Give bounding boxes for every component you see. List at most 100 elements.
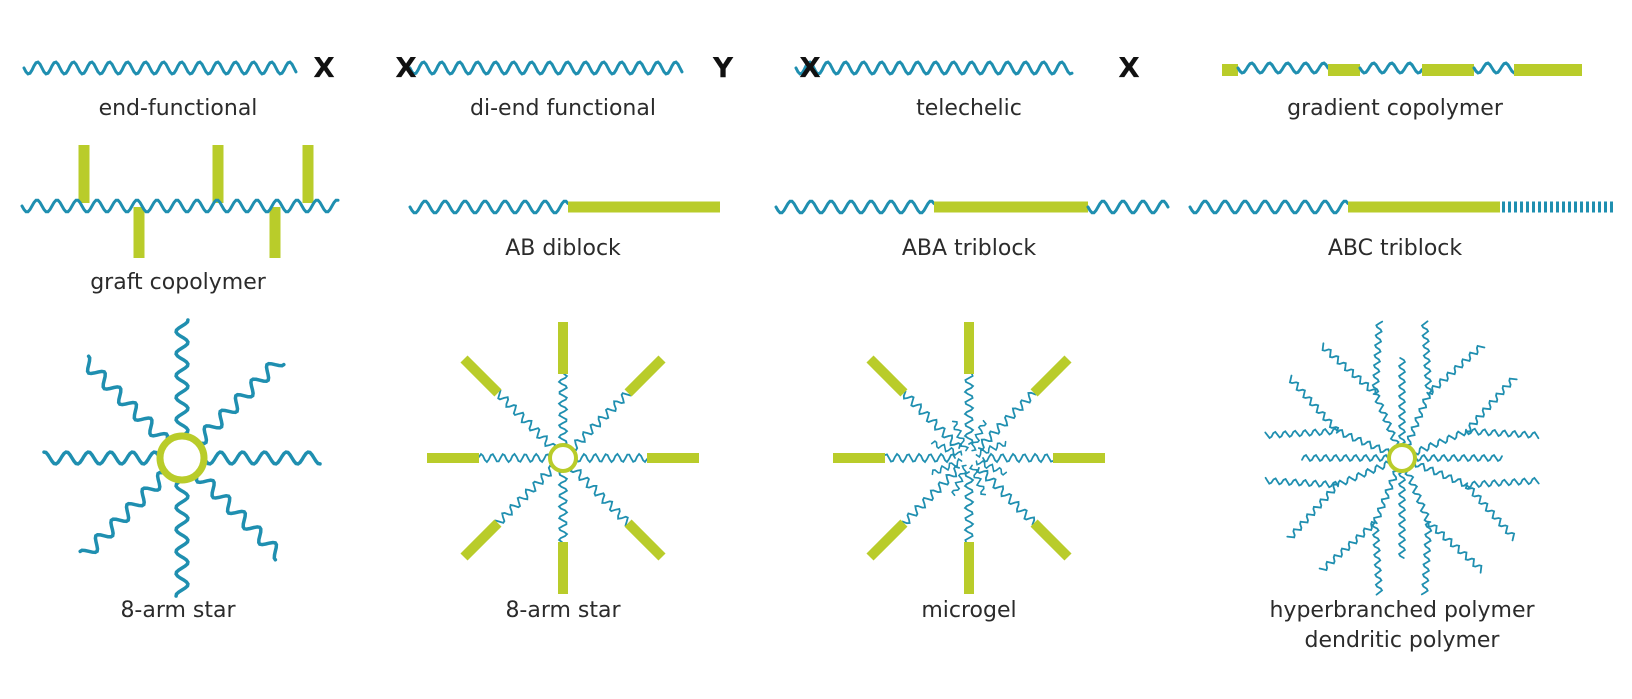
label-aba-triblock: ABA triblock bbox=[901, 236, 1037, 261]
star-arm bbox=[194, 471, 279, 562]
end-group-x: X bbox=[313, 51, 335, 84]
star-inner-arm bbox=[478, 452, 551, 464]
dendron-branch bbox=[1420, 320, 1433, 395]
label-star-a: 8-arm star bbox=[120, 598, 236, 623]
microgel-crosslink bbox=[975, 459, 1008, 476]
dendron-stem bbox=[1397, 471, 1407, 559]
end-group-y: Y bbox=[712, 51, 734, 84]
dendron-branch bbox=[1465, 377, 1518, 433]
star-inner-arm bbox=[557, 373, 569, 446]
block-a-chain bbox=[408, 199, 570, 215]
dendron-branch bbox=[1264, 427, 1339, 440]
microgel-crosslink bbox=[968, 464, 987, 496]
dendron-stem bbox=[1301, 453, 1389, 463]
dendron-stem bbox=[1406, 391, 1431, 446]
microgel-arm bbox=[976, 467, 1036, 526]
star-arm bbox=[78, 470, 169, 555]
microgel-arm bbox=[963, 471, 975, 543]
microgel-block bbox=[1030, 519, 1072, 561]
star-arm bbox=[195, 361, 286, 446]
dendron-branch bbox=[1321, 342, 1377, 395]
gradient-chain bbox=[1236, 61, 1330, 75]
dendron-branch bbox=[1465, 476, 1540, 489]
label-di-end-functional: di-end functional bbox=[470, 96, 656, 121]
microgel-block bbox=[866, 519, 908, 561]
star-arm bbox=[202, 450, 322, 466]
chain-end-functional bbox=[22, 60, 298, 76]
dendron-branch bbox=[1465, 427, 1540, 440]
dendritic-core bbox=[1387, 443, 1417, 473]
star-inner-arm bbox=[497, 389, 557, 450]
dendron-stem bbox=[1415, 453, 1503, 463]
star-arm bbox=[174, 318, 190, 438]
microgel-arm bbox=[978, 391, 1037, 451]
star-core-small bbox=[548, 443, 578, 473]
dendron-stem bbox=[1404, 470, 1432, 523]
star-outer-block bbox=[624, 519, 666, 561]
microgel-crosslink bbox=[951, 464, 968, 497]
label-graft-copolymer: graft copolymer bbox=[90, 270, 266, 295]
gradient-chain bbox=[1472, 61, 1516, 75]
dendron-stem bbox=[1397, 357, 1407, 445]
label-hyperbranched-line1: hyperbranched polymer bbox=[1269, 598, 1535, 623]
label-abc-triblock: ABC triblock bbox=[1327, 236, 1463, 261]
star-outer-block bbox=[460, 519, 502, 561]
star-inner-arm bbox=[494, 464, 555, 524]
label-telechelic: telechelic bbox=[916, 96, 1022, 121]
star-inner-arm bbox=[571, 392, 632, 452]
dendron-stem bbox=[1337, 460, 1390, 488]
star-arm bbox=[85, 354, 170, 445]
dendron-branch bbox=[1420, 521, 1433, 596]
dendron-branch bbox=[1371, 320, 1384, 395]
microgel-arm bbox=[902, 390, 962, 449]
label-microgel: microgel bbox=[921, 598, 1017, 623]
dendron-branch bbox=[1427, 521, 1483, 574]
chain-di-end-functional bbox=[408, 60, 684, 76]
dendron-branch bbox=[1371, 521, 1384, 596]
end-group-x: X bbox=[1118, 51, 1140, 84]
star-outer-block bbox=[460, 355, 502, 397]
gradient-chain bbox=[1358, 61, 1424, 75]
block-a-chain bbox=[1086, 199, 1170, 215]
star-arm bbox=[42, 450, 162, 466]
star-inner-arm bbox=[557, 470, 569, 543]
microgel-arm bbox=[963, 373, 975, 445]
dendron-branch bbox=[1318, 520, 1377, 572]
dendron-stem bbox=[1373, 470, 1398, 525]
block-a-chain bbox=[1188, 199, 1350, 215]
microgel-crosslink bbox=[975, 440, 1007, 459]
dendron-stem bbox=[1414, 462, 1469, 487]
label-end-functional: end-functional bbox=[98, 96, 258, 121]
microgel-crosslink bbox=[970, 419, 987, 452]
microgel-arm bbox=[982, 452, 1054, 464]
label-ab-diblock: AB diblock bbox=[505, 236, 621, 261]
end-group-x: X bbox=[395, 51, 417, 84]
dendron-branch bbox=[1288, 374, 1340, 433]
dendron-stem bbox=[1414, 428, 1467, 456]
block-a-chain bbox=[774, 199, 936, 215]
dendron-stem bbox=[1335, 429, 1390, 454]
star-inner-arm bbox=[569, 466, 629, 527]
star-arm bbox=[174, 478, 190, 598]
dendron-branch bbox=[1286, 483, 1339, 539]
star-core bbox=[156, 432, 208, 484]
microgel-arm bbox=[901, 465, 960, 525]
star-outer-block bbox=[624, 355, 666, 397]
microgel-block bbox=[1030, 355, 1072, 397]
microgel-crosslink bbox=[931, 457, 963, 476]
microgel-crosslink bbox=[951, 420, 970, 452]
label-star-b: 8-arm star bbox=[505, 598, 621, 623]
end-group-x: X bbox=[799, 51, 821, 84]
star-inner-arm bbox=[575, 452, 648, 464]
dendron-stem bbox=[1372, 393, 1400, 446]
dendron-branch bbox=[1427, 344, 1486, 396]
label-gradient-copolymer: gradient copolymer bbox=[1287, 96, 1503, 121]
microgel-crosslink bbox=[930, 440, 963, 457]
microgel-block bbox=[866, 355, 908, 397]
dendron-branch bbox=[1264, 476, 1339, 489]
chain-telechelic bbox=[794, 60, 1074, 76]
label-hyperbranched-line2: dendritic polymer bbox=[1304, 628, 1500, 653]
dendron-branch bbox=[1464, 483, 1516, 542]
